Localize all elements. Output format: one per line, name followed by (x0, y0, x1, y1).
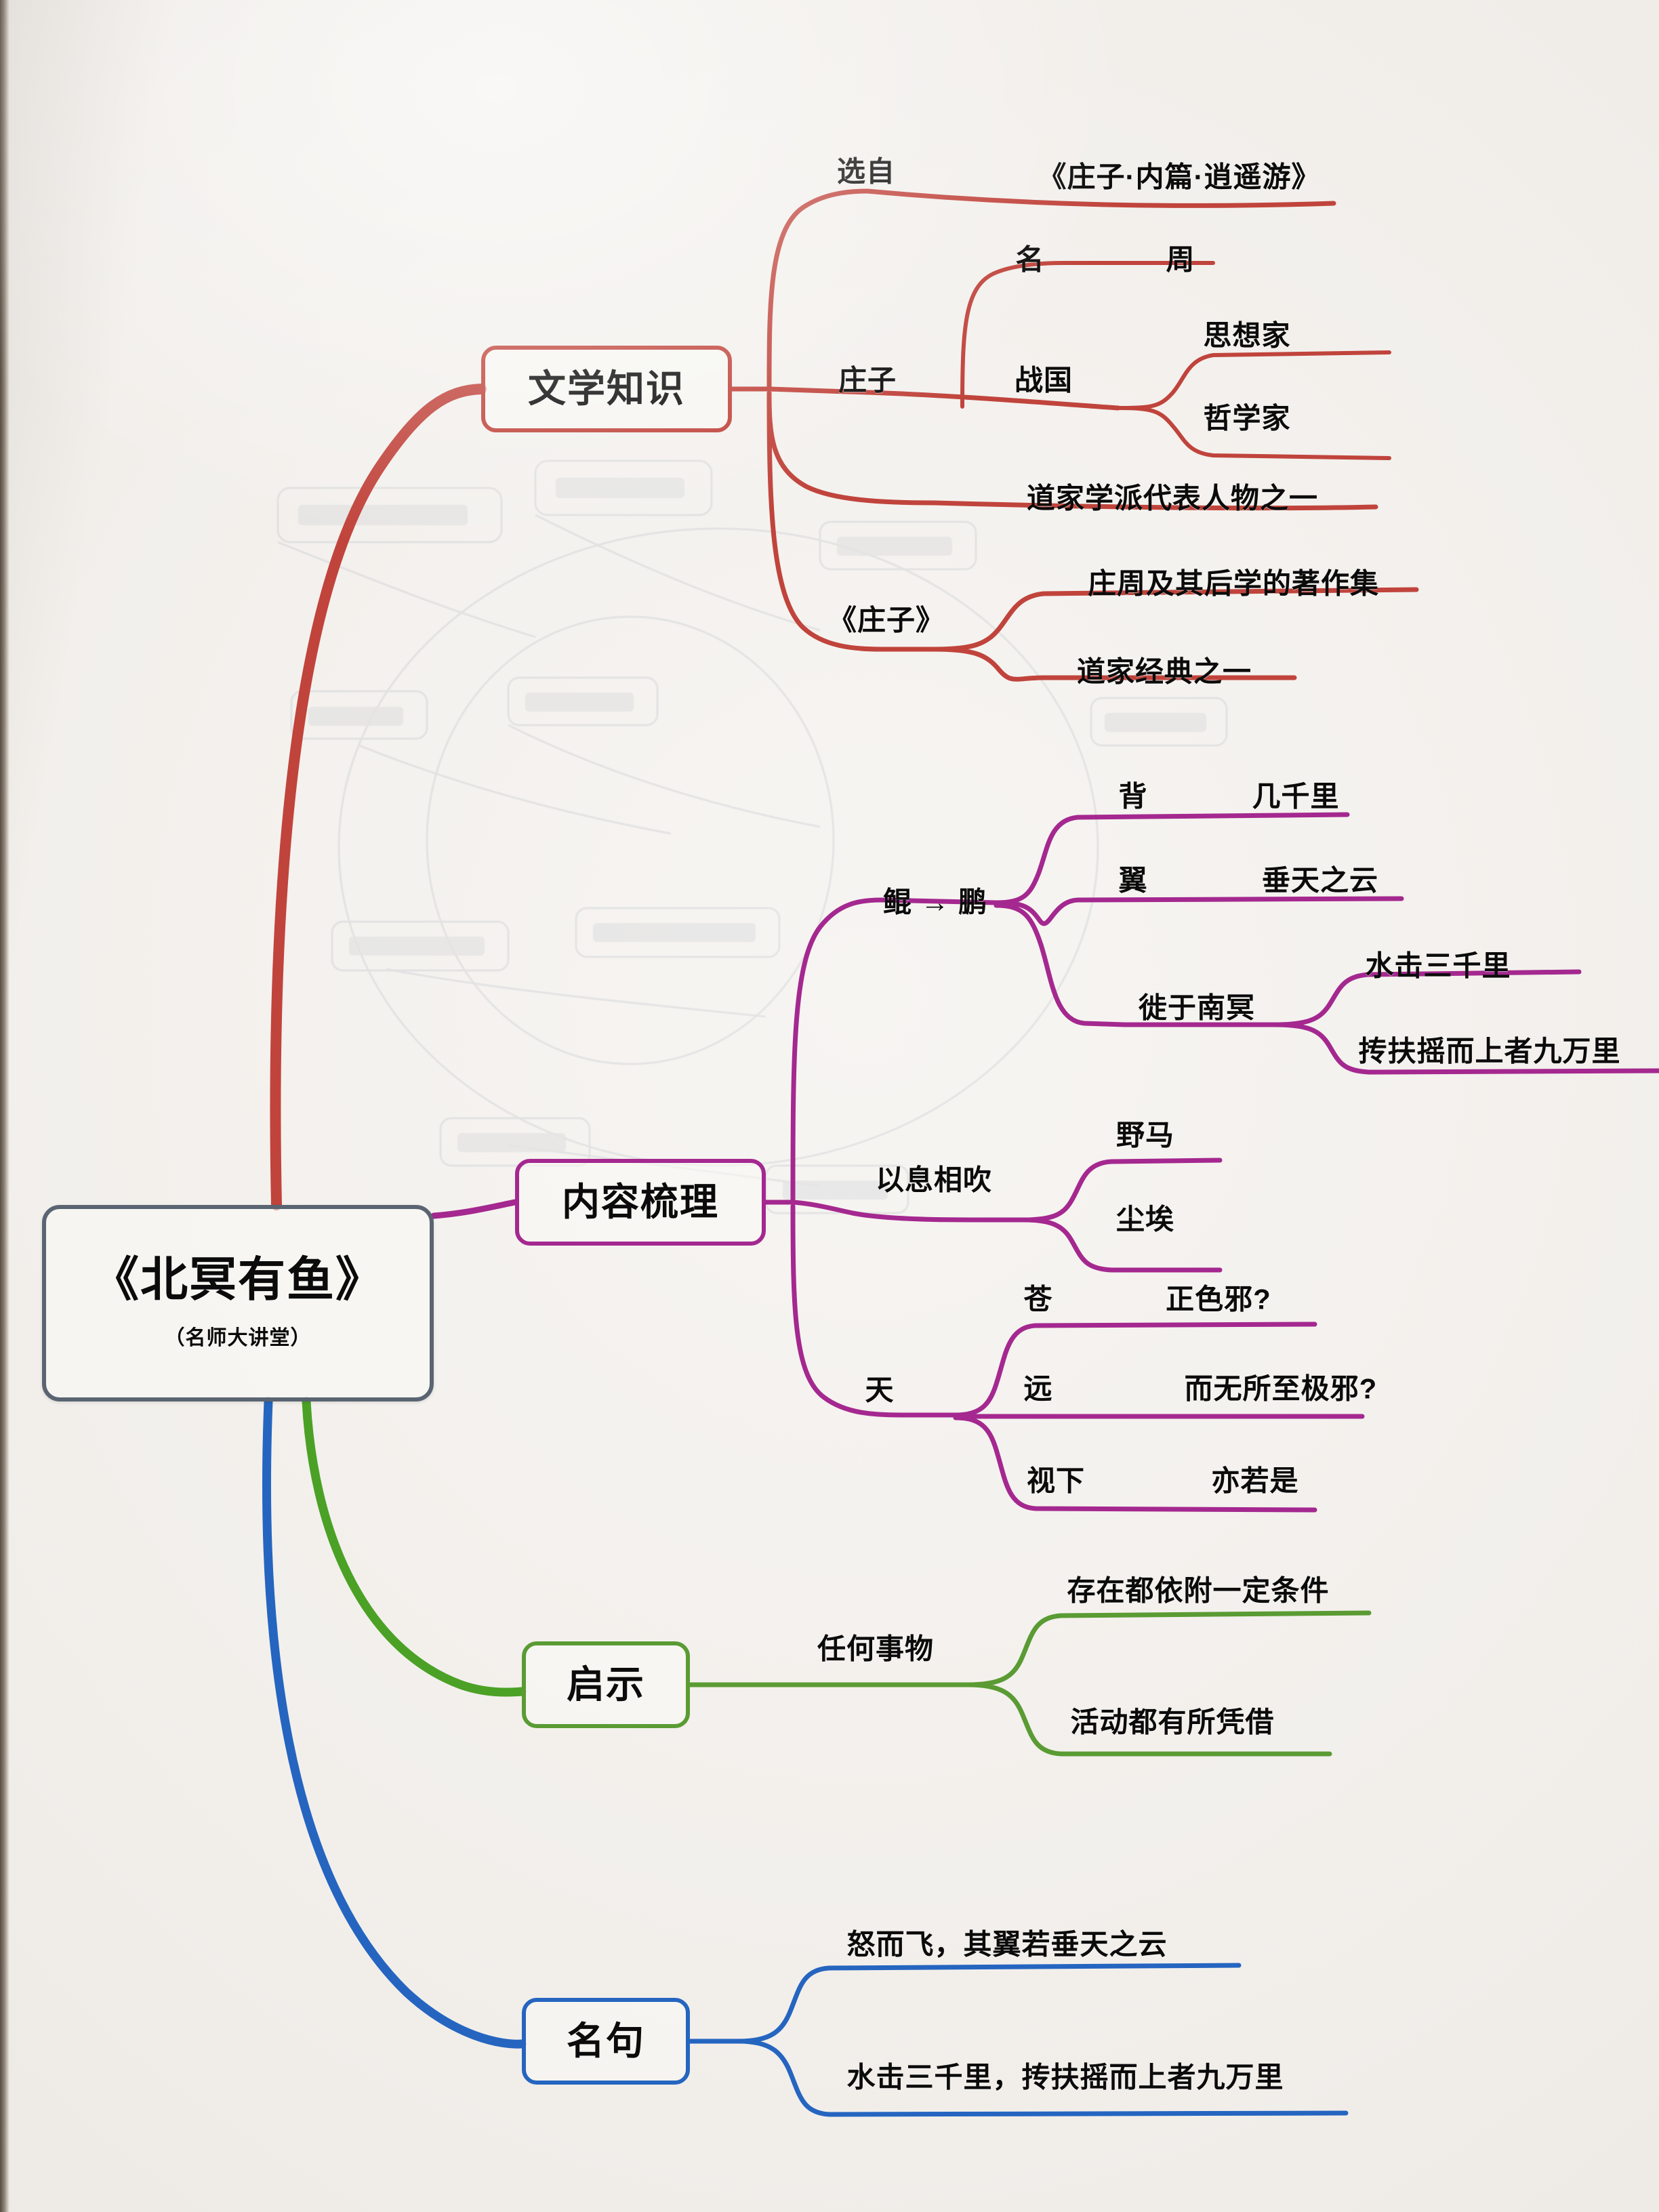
label-quote-1[interactable]: 怒而飞，其翼若垂天之云 (846, 1928, 1168, 1961)
label-chenai[interactable]: 尘埃 (1115, 1203, 1175, 1235)
label-zhou[interactable]: 周 (1166, 243, 1195, 276)
label-yixixiangchui[interactable]: 以息相吹 (875, 1164, 993, 1196)
label-daojia-classic[interactable]: 道家经典之一 (1076, 655, 1252, 688)
book-edge-shadow (0, 0, 9, 2212)
label-zhanguo[interactable]: 战国 (1014, 364, 1073, 396)
label-xiyunanming[interactable]: 徙于南冥 (1138, 991, 1256, 1024)
label-yema[interactable]: 野马 (1115, 1119, 1175, 1151)
label-source-text[interactable]: 《庄子·内篇·逍遥游》 (1038, 161, 1321, 193)
label-sixiangjia[interactable]: 思想家 (1203, 319, 1291, 352)
label-zhuzuoji[interactable]: 庄周及其后学的著作集 (1087, 567, 1380, 600)
branch-label-quotes: 名句 (567, 2020, 645, 2062)
label-zhuangzi[interactable]: 庄子 (838, 364, 897, 396)
branch-label-literature: 文学知识 (528, 367, 685, 410)
branch-node-content[interactable]: 内容梳理 (515, 1159, 766, 1246)
central-title: 《北冥有鱼》 (91, 1253, 384, 1306)
label-zhexuejia[interactable]: 哲学家 (1203, 402, 1291, 434)
label-daojia-rep[interactable]: 道家学派代表人物之一 (1026, 482, 1319, 514)
branch-node-inspiration[interactable]: 启示 (522, 1641, 690, 1728)
branch-label-content: 内容梳理 (562, 1181, 719, 1223)
label-chuitianzhiyun[interactable]: 垂天之云 (1261, 864, 1379, 897)
label-huodong[interactable]: 活动都有所凭借 (1070, 1706, 1275, 1738)
branch-label-inspiration: 启示 (567, 1663, 645, 1706)
label-yi[interactable]: 翼 (1118, 864, 1148, 897)
label-shixia[interactable]: 视下 (1026, 1465, 1086, 1497)
label-ming[interactable]: 名 (1015, 243, 1045, 276)
label-bei[interactable]: 背 (1118, 780, 1148, 813)
label-yuan[interactable]: 远 (1023, 1372, 1053, 1405)
label-cang[interactable]: 苍 (1023, 1283, 1053, 1315)
label-zhuangzi-book[interactable]: 《庄子》 (827, 604, 945, 636)
label-xuanzi[interactable]: 选自 (836, 155, 896, 188)
label-cunzai[interactable]: 存在都依附一定条件 (1067, 1574, 1330, 1607)
label-kun-peng[interactable]: 鲲 → 鹏 (882, 886, 988, 918)
central-node[interactable]: 《北冥有鱼》 （名师大讲堂） (42, 1205, 434, 1401)
label-zhengseye[interactable]: 正色邪? (1166, 1283, 1271, 1315)
label-tuanfuyao[interactable]: 抟扶摇而上者九万里 (1358, 1035, 1621, 1067)
label-tian[interactable]: 天 (865, 1374, 895, 1406)
label-erwusuozhijiye[interactable]: 而无所至极邪? (1184, 1372, 1378, 1405)
label-yiruoshi[interactable]: 亦若是 (1211, 1465, 1299, 1497)
label-renheshiwu[interactable]: 任何事物 (817, 1633, 935, 1665)
central-subtitle: （名师大讲堂） (164, 1327, 312, 1349)
label-ji-qian-li[interactable]: 几千里 (1252, 780, 1340, 813)
branch-node-quotes[interactable]: 名句 (522, 1998, 690, 2085)
label-quote-2[interactable]: 水击三千里，抟扶摇而上者九万里 (846, 2061, 1284, 2093)
label-shuiji[interactable]: 水击三千里 (1365, 949, 1511, 982)
branch-node-literature[interactable]: 文学知识 (481, 346, 732, 432)
